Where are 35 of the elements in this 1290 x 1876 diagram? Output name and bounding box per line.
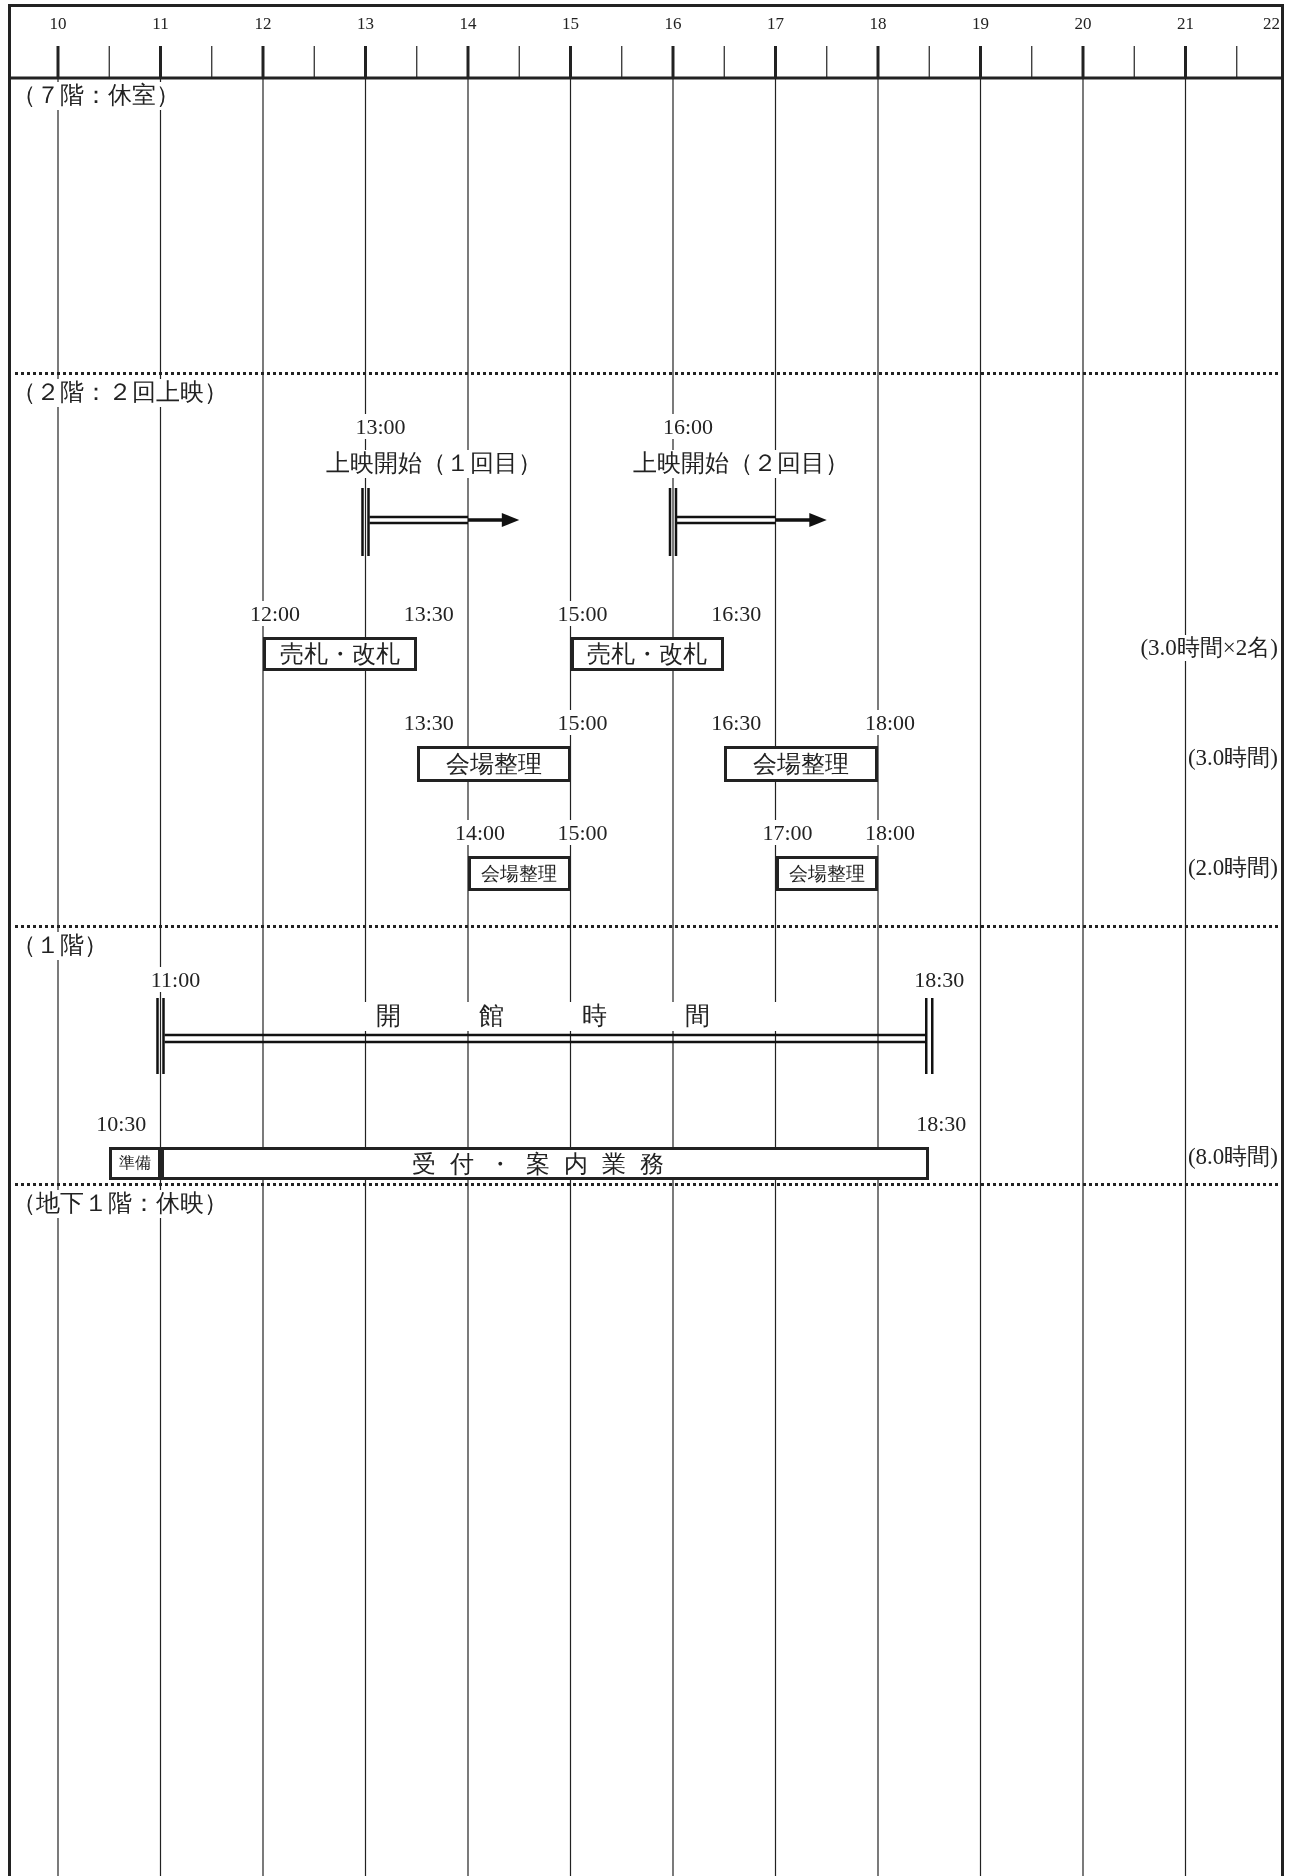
- time-label: 17:00: [762, 820, 813, 846]
- task-box: 売札・改札: [263, 637, 417, 671]
- time-label: 11:00: [150, 967, 201, 993]
- time-label: 12:00: [249, 601, 301, 627]
- time-label: 15:00: [557, 820, 608, 846]
- hour-number: 19: [972, 14, 989, 34]
- time-label: 18:00: [864, 820, 916, 846]
- hour-number: 20: [1074, 14, 1092, 34]
- hour-number: 18: [869, 14, 887, 34]
- time-label: 18:00: [864, 710, 916, 736]
- hour-number: 14: [459, 14, 477, 34]
- task-box: 会場整理: [724, 746, 878, 782]
- hour-number: 21: [1177, 14, 1194, 34]
- hour-number: 16: [664, 14, 682, 34]
- time-label: 16:00: [662, 414, 714, 440]
- time-label: 13:00: [355, 414, 406, 440]
- task-box: 会場整理: [775, 856, 878, 891]
- task-box: 受付・案内業務: [160, 1147, 930, 1180]
- duration-label: (2.0時間): [1187, 855, 1278, 882]
- hour-number: 17: [767, 14, 784, 34]
- time-label: 15:00: [557, 710, 608, 736]
- hour-number: 10: [49, 14, 67, 34]
- time-label: 14:00: [454, 820, 506, 846]
- hour-number: 13: [357, 14, 374, 34]
- duration-label: (3.0時間): [1187, 745, 1278, 772]
- hour-number: 11: [152, 14, 169, 34]
- hour-number: 12: [254, 14, 272, 34]
- task-box: 準備: [109, 1147, 161, 1180]
- time-label: 15:00: [557, 601, 608, 627]
- task-box: 会場整理: [468, 856, 571, 891]
- task-box: 会場整理: [416, 746, 571, 782]
- task-box: 売札・改札: [570, 637, 725, 671]
- duration-label: (3.0時間×2名): [1140, 635, 1278, 662]
- hour-number: 22: [1263, 14, 1280, 34]
- hour-number: 15: [562, 14, 579, 34]
